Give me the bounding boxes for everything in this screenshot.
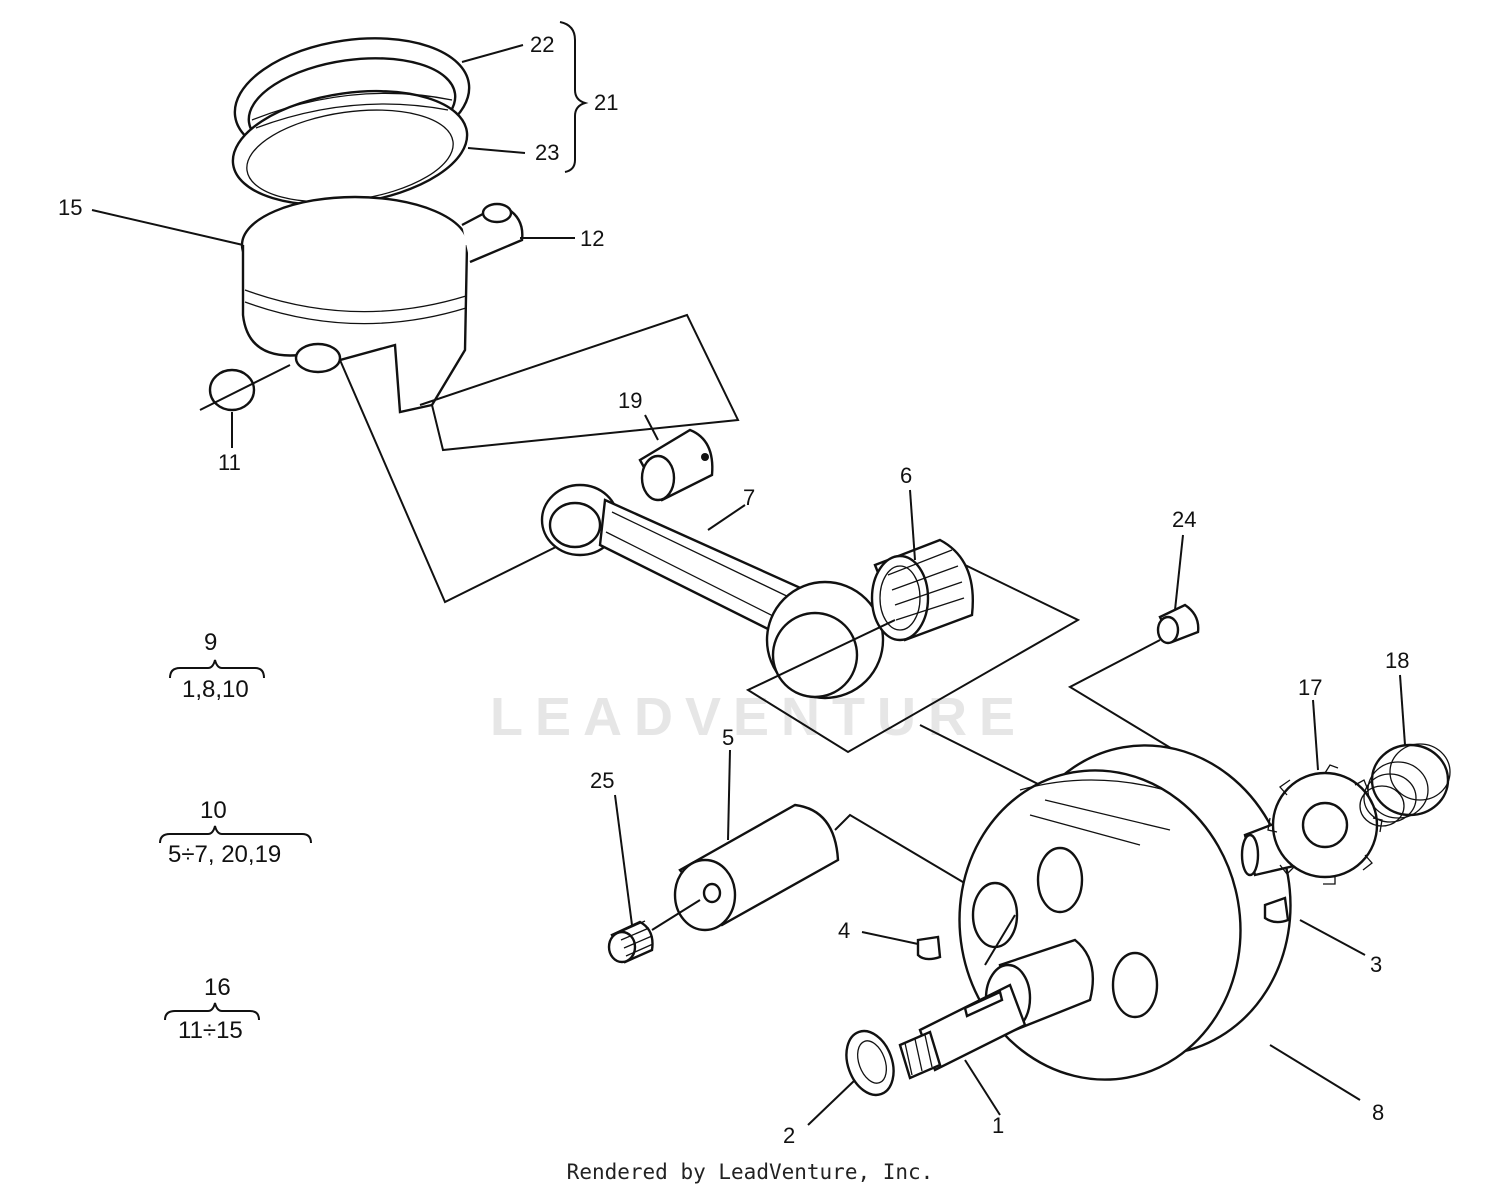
crankshaft-flywheel: [958, 744, 1292, 1081]
ring-set-brace: [559, 21, 589, 173]
crankshaft-main: [898, 938, 1094, 1080]
callout-25: 25: [590, 768, 614, 793]
group-10-number: 10: [200, 797, 227, 824]
group-16-number: 16: [204, 974, 231, 1001]
leader-lines: [91, 44, 1406, 1126]
small-end-bearing: [638, 428, 714, 502]
woodruff-key-4: [916, 935, 942, 961]
group-16-contents: 11÷15: [178, 1017, 243, 1044]
big-end-needle-bearing: [870, 538, 974, 642]
callout-8: 8: [1372, 1100, 1384, 1125]
callout-11: 11: [218, 450, 241, 475]
piston-ring-set: [231, 37, 471, 207]
callout-5: 5: [722, 725, 734, 750]
callout-19: 19: [618, 388, 642, 413]
piston-pin-clip: [199, 364, 291, 412]
callout-7: 7: [743, 485, 755, 510]
group-9-number: 9: [204, 629, 217, 656]
callout-23: 23: [535, 140, 559, 165]
watermark: LEADVENTURE: [490, 687, 1027, 747]
callout-12: 12: [580, 226, 604, 251]
callout-15: 15: [58, 195, 82, 220]
woodruff-key-3: [1263, 896, 1290, 924]
washer: [845, 1029, 895, 1097]
callout-17: 17: [1298, 675, 1322, 700]
footer-credit: Rendered by LeadVenture, Inc.: [566, 1160, 934, 1184]
callout-6: 6: [900, 463, 912, 488]
callout-22: 22: [530, 32, 554, 57]
group-key-10: 10 5÷7, 20,19: [159, 797, 312, 868]
piston-pin: [461, 202, 524, 264]
callout-21: 21: [594, 90, 618, 115]
callout-24: 24: [1172, 507, 1196, 532]
callout-1: 1: [992, 1113, 1004, 1138]
spring: [1359, 743, 1451, 827]
drive-gear: [1267, 764, 1383, 885]
callout-2: 2: [783, 1123, 795, 1148]
crank-pin-24: [1156, 603, 1200, 645]
connecting-rod: [540, 483, 885, 700]
callout-3: 3: [1370, 952, 1382, 977]
group-10-contents: 5÷7, 20,19: [168, 841, 281, 868]
callout-4: 4: [838, 918, 850, 943]
crank-screw: [607, 920, 654, 964]
group-key-9: 9 1,8,10: [169, 629, 265, 703]
crank-pin: [673, 803, 840, 932]
group-key-16: 16 11÷15: [164, 974, 260, 1044]
group-9-contents: 1,8,10: [182, 676, 249, 703]
callout-18: 18: [1385, 648, 1409, 673]
piston: [240, 195, 470, 414]
